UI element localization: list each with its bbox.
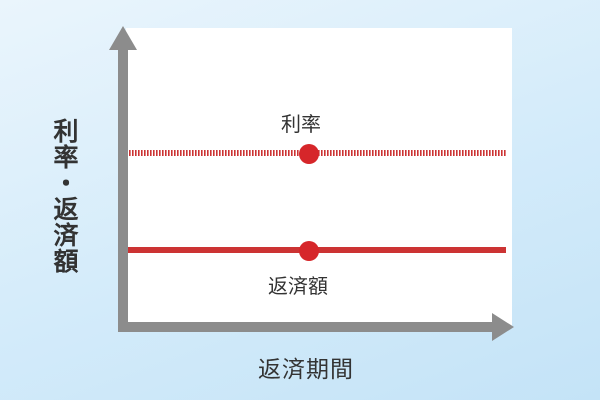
plot-area	[126, 28, 512, 328]
interest-rate-label: 利率	[281, 112, 321, 136]
y-axis-title: 利率・返済額	[50, 118, 79, 274]
x-axis-line	[118, 322, 496, 332]
x-axis-title: 返済期間	[258, 357, 354, 383]
repayment-amount-label: 返済額	[268, 274, 328, 298]
y-axis-arrowhead	[109, 26, 137, 50]
repayment-amount-marker	[299, 241, 319, 261]
y-axis-line	[118, 48, 128, 332]
interest-rate-marker	[299, 144, 319, 164]
x-axis-arrowhead	[492, 313, 514, 341]
